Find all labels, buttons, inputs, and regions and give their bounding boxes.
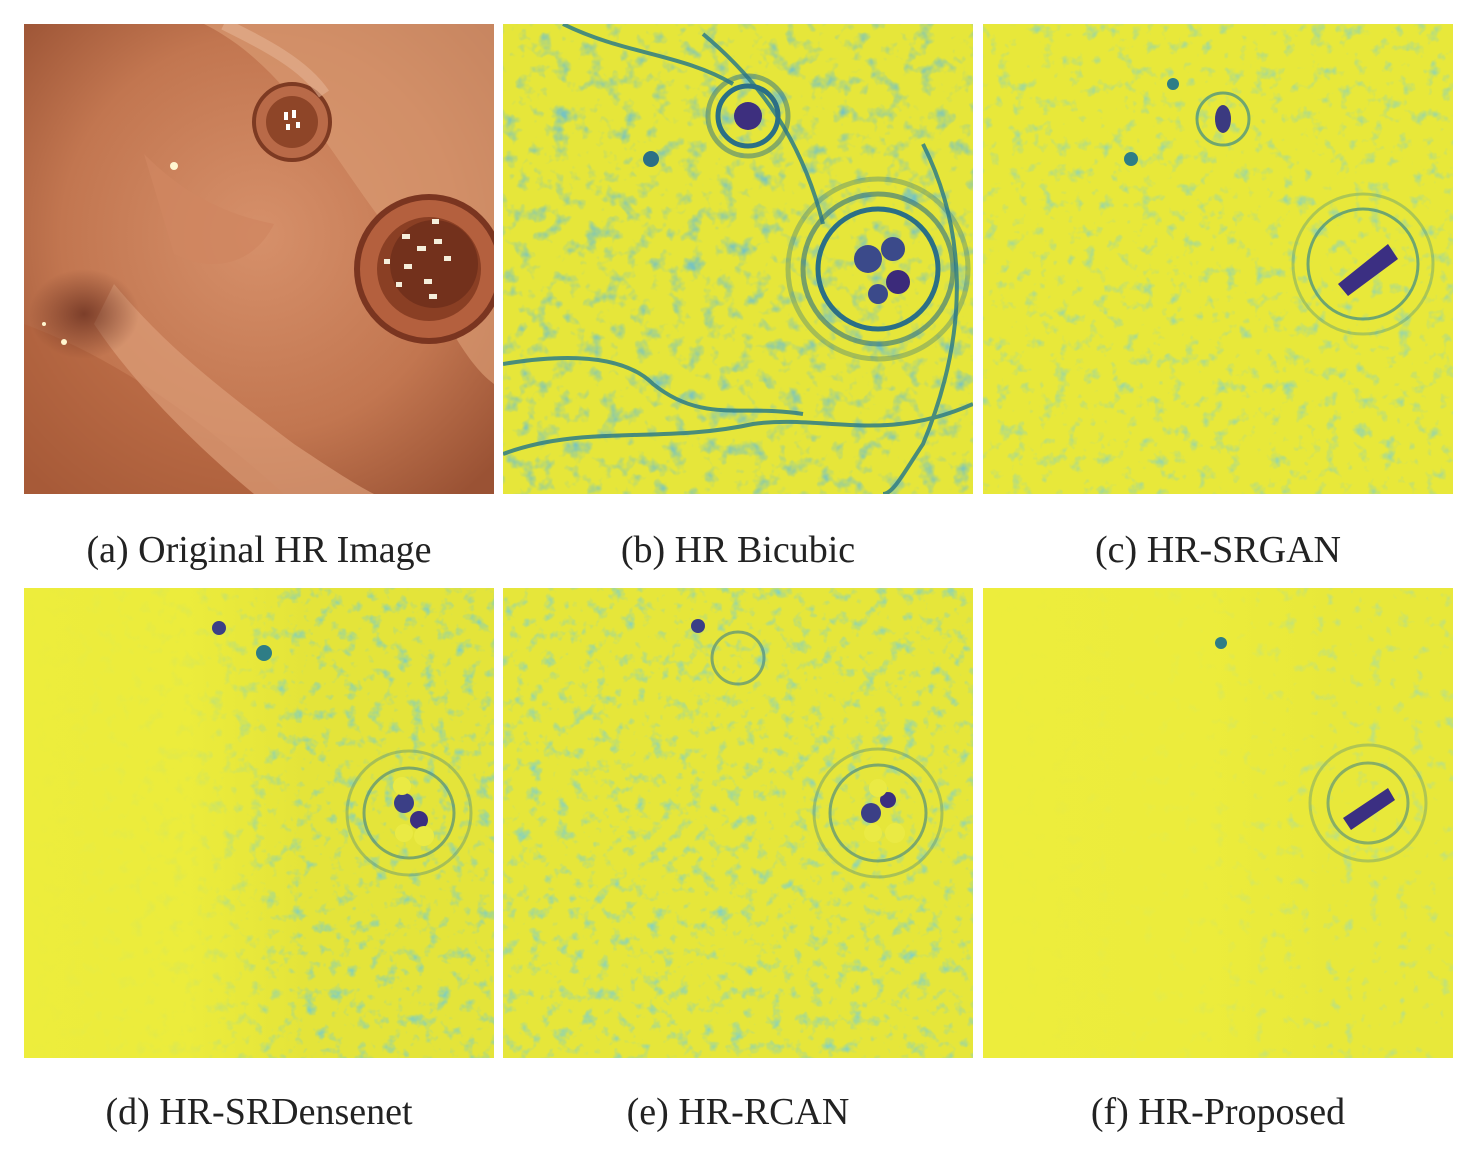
heatmap-rcan [503,588,973,1058]
caption-original-hr-image: (a) Original HR Image [86,529,432,571]
heatmap-bicubic [503,24,973,494]
panel-hr-bicubic [503,24,973,494]
panel-original-image [24,24,494,494]
caption-hr-bicubic: (b) HR Bicubic [620,529,856,571]
heatmap-proposed [983,588,1453,1058]
panel-hr-proposed [983,588,1453,1058]
endoscopy-image [24,24,494,494]
panel-hr-rcan [503,588,973,1058]
heatmap-srgan [983,24,1453,494]
panel-hr-srdensenet [24,588,494,1058]
panel-hr-srgan [983,24,1453,494]
caption-hr-rcan: (e) HR-RCAN [626,1091,850,1133]
caption-hr-srgan: (c) HR-SRGAN [1095,529,1341,571]
caption-hr-proposed: (f) HR-Proposed [1090,1091,1346,1133]
heatmap-srdensenet [24,588,494,1058]
caption-hr-srdensenet: (d) HR-SRDensenet [105,1091,413,1133]
